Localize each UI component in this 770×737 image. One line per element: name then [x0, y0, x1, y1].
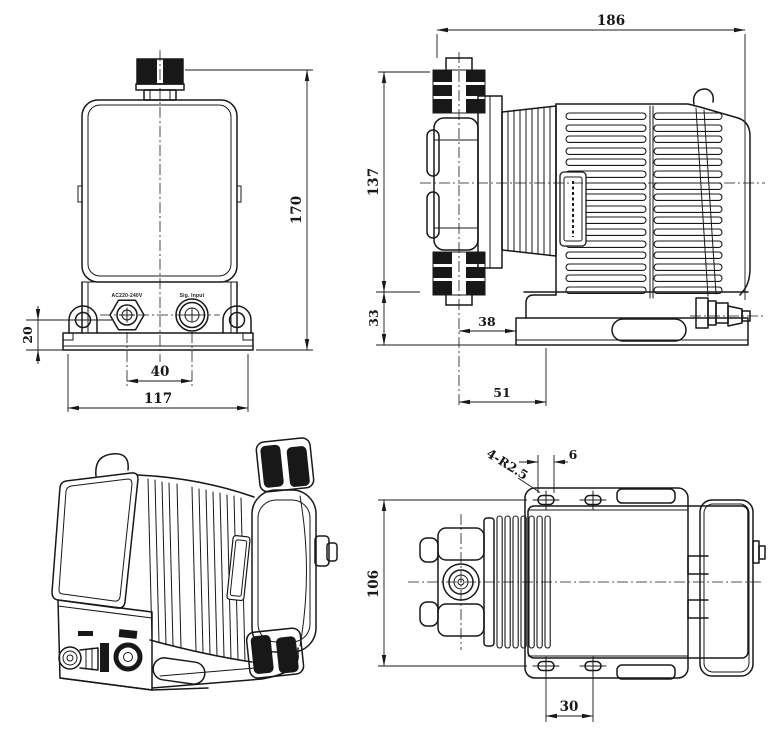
svg-text:51: 51 — [493, 385, 510, 400]
hose-barb-fitting — [690, 297, 764, 329]
power-label: AC220-240V — [112, 293, 143, 299]
svg-text:4-R2.5: 4-R2.5 — [484, 446, 531, 483]
iso-front-panel — [51, 472, 139, 609]
front-view: AC220-240V Sig. Input 170 20 — [20, 50, 313, 412]
top-motor-body — [527, 499, 766, 677]
mounting-plate — [524, 487, 689, 680]
svg-text:20: 20 — [20, 326, 35, 344]
dim-slot-pitch: 30 — [545, 672, 594, 722]
isometric-view — [51, 437, 338, 691]
front-body — [77, 99, 242, 334]
mount-hole-right — [228, 311, 246, 329]
svg-text:106: 106 — [366, 570, 382, 598]
svg-text:30: 30 — [560, 699, 579, 715]
iso-top-valve — [255, 437, 315, 493]
dim-upper-height: 137 — [366, 71, 430, 293]
svg-text:40: 40 — [151, 364, 170, 380]
iso-power-plug — [58, 631, 109, 672]
svg-text:170: 170 — [289, 196, 305, 224]
iso-handle — [95, 453, 129, 477]
dim-mount-span: 106 — [366, 499, 527, 667]
iso-pump-head — [245, 437, 338, 679]
iso-nameplate — [226, 535, 251, 602]
iso-signal-plug — [113, 629, 143, 672]
svg-text:38: 38 — [478, 314, 496, 329]
iso-foot — [152, 657, 206, 685]
signal-label: Sig. Input — [180, 293, 205, 299]
clip — [687, 555, 709, 575]
side-motor-body — [555, 88, 751, 299]
side-pump-head — [426, 57, 503, 306]
dim-base-width: 117 — [67, 354, 249, 412]
top-side-nub — [752, 540, 760, 564]
dim-slot-radius-note: 4-R2.5 — [484, 446, 541, 493]
head-clamp-ribs — [501, 105, 557, 257]
iso-side-nub — [314, 535, 330, 567]
power-gland: AC220-240V — [109, 293, 145, 331]
dim-foot-hole-height: 20 — [20, 306, 112, 364]
svg-text:117: 117 — [144, 391, 172, 407]
side-base — [515, 291, 764, 346]
iso-base — [57, 599, 299, 691]
iso-bottom-valve — [245, 627, 305, 679]
front-base — [62, 305, 254, 351]
side-view: 186 137 33 38 51 — [366, 13, 765, 406]
cable-hook — [693, 88, 714, 105]
dim-overall-height: 170 — [185, 69, 313, 351]
svg-text:33: 33 — [366, 309, 381, 326]
signal-connector: Sig. Input — [175, 293, 209, 332]
dim-overall-length: 186 — [436, 13, 746, 300]
dim-port-spacing: 40 — [126, 332, 193, 386]
top-view: 6 4-R2.5 106 30 — [366, 446, 766, 722]
svg-text:6: 6 — [569, 447, 578, 462]
iso-body-fins — [137, 474, 255, 663]
dim-slot-width: 6 — [519, 447, 578, 493]
clip — [687, 599, 709, 619]
svg-text:186: 186 — [597, 13, 625, 29]
nameplate — [559, 171, 587, 247]
dim-head-to-slot: 51 — [458, 348, 547, 406]
dim-head-to-base-front: 38 — [458, 314, 517, 334]
dim-base-height: 33 — [366, 291, 518, 346]
svg-text:137: 137 — [366, 168, 382, 196]
